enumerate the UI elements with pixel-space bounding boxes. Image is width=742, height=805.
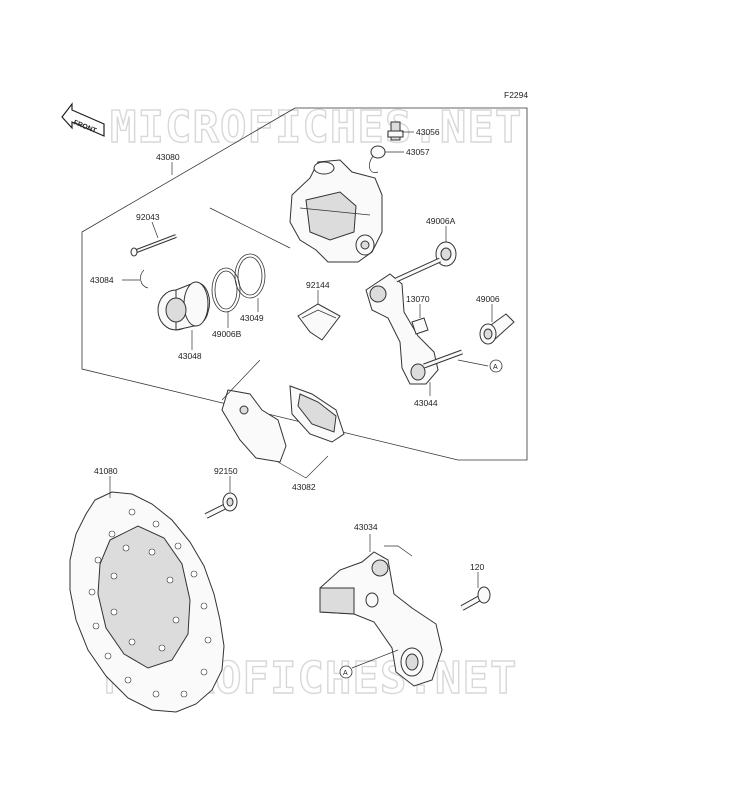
diagram-code: F2294 (504, 90, 528, 100)
label-43034: 43034 (354, 522, 378, 532)
label-43082: 43082 (292, 482, 316, 492)
label-41080: 41080 (94, 466, 118, 476)
bleeder-valve (387, 121, 404, 141)
bracket-clip (411, 317, 429, 335)
label-49006A: 49006A (426, 216, 456, 226)
pad-spring (297, 303, 341, 341)
label-43048: 43048 (178, 351, 202, 361)
label-43080: 43080 (156, 152, 180, 162)
label-92043: 92043 (136, 212, 160, 222)
label-92144: 92144 (306, 280, 330, 290)
bleeder-cap (369, 145, 386, 173)
ref-marker-bottom-label: A (343, 670, 348, 677)
caliper-piston (157, 281, 210, 331)
label-43056: 43056 (416, 127, 440, 137)
piston-seal-inner (211, 267, 241, 313)
piston-seal-outer (234, 253, 266, 299)
ref-marker-top (489, 359, 503, 373)
retaining-clip (140, 269, 149, 289)
bracket-bolt (460, 586, 491, 611)
caliper-bracket (365, 257, 463, 385)
label-92150: 92150 (214, 466, 238, 476)
front-arrow-icon: FRONT (61, 102, 105, 137)
brake-disc (69, 491, 225, 713)
watermark-top: MICROFICHES.NET (110, 102, 522, 153)
bracket-sleeve (479, 313, 515, 345)
caliper-pin (130, 234, 177, 257)
caliper-assembly-frame (81, 107, 528, 461)
ref-marker-top-label: A (493, 364, 498, 371)
brake-pad-outer (221, 389, 287, 463)
caliper-body (289, 159, 383, 263)
caliper-mount-bracket (319, 551, 443, 687)
label-43049: 43049 (240, 313, 264, 323)
label-49006B: 49006B (212, 329, 242, 339)
ref-marker-bottom (339, 665, 353, 679)
label-13070: 13070 (406, 294, 430, 304)
label-43044: 43044 (414, 398, 438, 408)
label-49006: 49006 (476, 294, 500, 304)
disc-bolt (204, 492, 238, 519)
label-43057: 43057 (406, 147, 430, 157)
label-120: 120 (470, 562, 484, 572)
brake-pad-inner (289, 385, 345, 443)
label-43084: 43084 (90, 275, 114, 285)
